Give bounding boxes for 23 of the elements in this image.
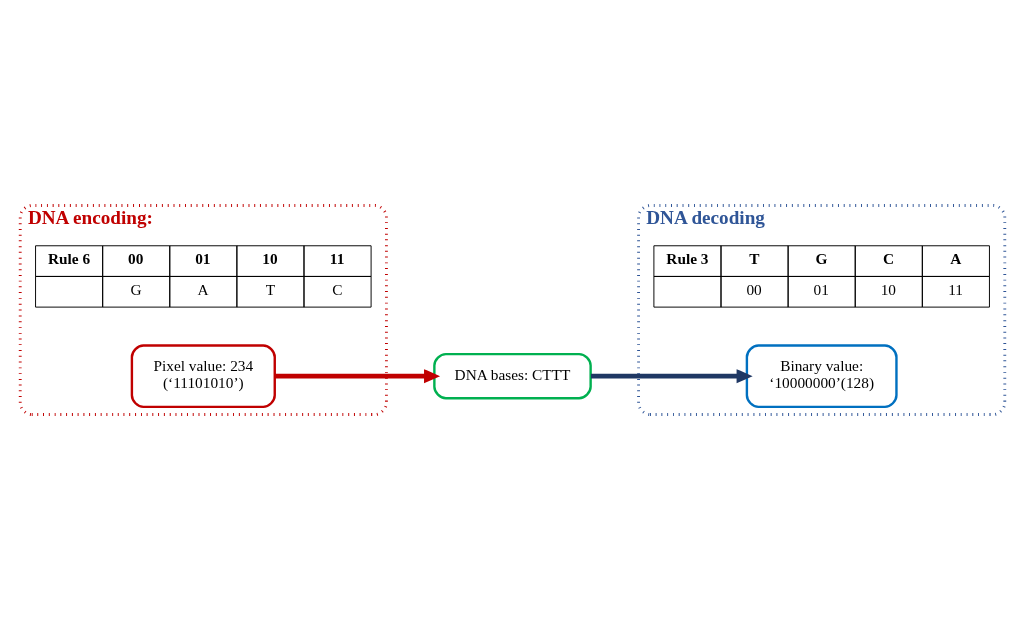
arrow (591, 369, 753, 384)
label: Rule 6 (48, 249, 91, 267)
label: 01 (195, 249, 211, 267)
label: 11 (948, 281, 963, 299)
label: A (197, 281, 209, 299)
label: G (815, 249, 828, 267)
label: 00 (746, 281, 762, 299)
node-box: Binary value: ‘10000000’(128) (745, 344, 898, 409)
label: 01 (813, 281, 829, 299)
label: A (950, 249, 962, 267)
label: C (332, 281, 343, 299)
label: 00 (128, 249, 144, 267)
node-box: DNA bases: CTTT (433, 352, 592, 400)
label: Rule 3 (666, 249, 709, 267)
node-box: Pixel value: 234 (‘11101010’) (130, 344, 276, 409)
label: T (749, 249, 760, 267)
label: 11 (329, 249, 345, 267)
arrow (274, 369, 441, 384)
label: C (883, 249, 895, 267)
label: 10 (880, 281, 896, 299)
label: 10 (262, 249, 278, 267)
label: G (130, 281, 142, 299)
label: T (265, 281, 276, 299)
